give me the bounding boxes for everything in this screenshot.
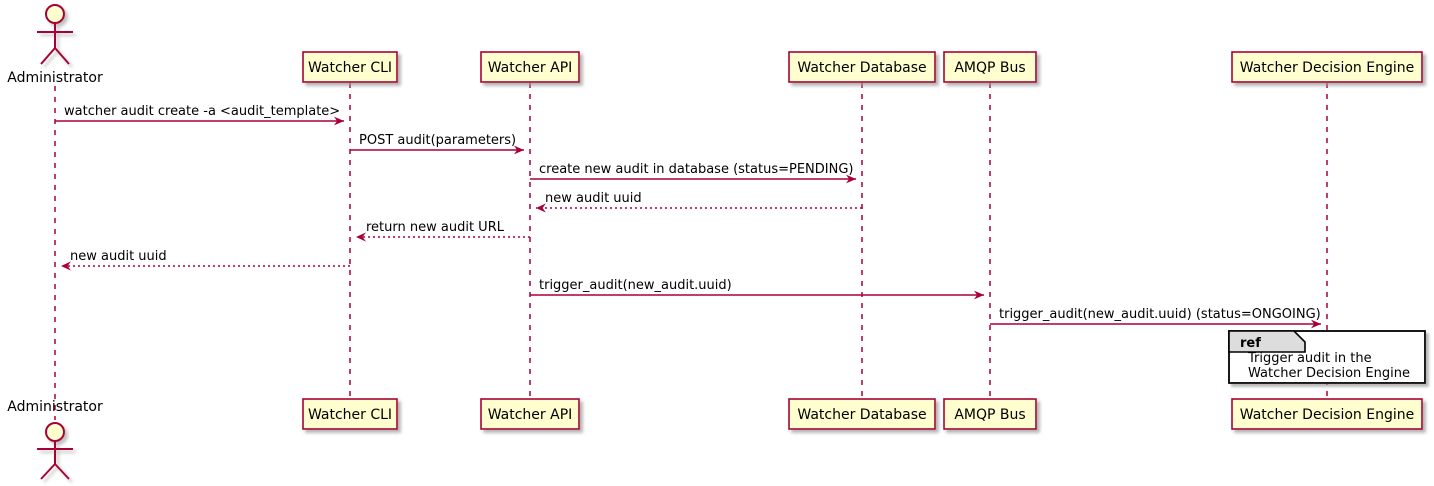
message-trigger-audit-ongoing[interactable]: trigger_audit(new_audit.uuid) (status=ON… (990, 307, 1321, 329)
actor-administrator-bottom[interactable]: Administrator (7, 399, 103, 480)
message-label-post-audit: POST audit(parameters) (359, 133, 516, 148)
message-label-trigger-audit: trigger_audit(new_audit.uuid) (539, 278, 732, 293)
participant-label-watcher-api-top: Watcher API (488, 60, 573, 76)
message-label-new-audit-uuid-db: new audit uuid (545, 191, 642, 206)
participant-box-watcher-cli-top[interactable]: Watcher CLI (302, 51, 398, 83)
participant-box-rect-api-bottom (480, 398, 580, 430)
actor-figure-bottom (37, 422, 73, 480)
participant-box-watcher-database-top[interactable]: Watcher Database (788, 51, 936, 83)
message-new-audit-uuid-cli[interactable]: new audit uuid (61, 249, 350, 271)
message-trigger-audit[interactable]: trigger_audit(new_audit.uuid) (530, 278, 984, 300)
participant-box-rect-db-bottom (788, 398, 936, 430)
actor-label-administrator-top: Administrator (7, 70, 103, 86)
actor-administrator-top[interactable]: Administrator (7, 4, 103, 86)
message-label-new-audit-uuid-cli: new audit uuid (70, 249, 167, 264)
participant-box-rect-cli-top (302, 51, 398, 83)
ref-fragment-line-2: Watcher Decision Engine (1248, 366, 1410, 381)
ref-fragment-tab (1228, 330, 1306, 353)
participant-box-rect-api-top (480, 51, 580, 83)
participant-label-amqp-bus-bottom: AMQP Bus (954, 407, 1025, 423)
participant-label-watcher-decision-engine-bottom: Watcher Decision Engine (1240, 407, 1414, 423)
ref-fragment-trigger-audit[interactable]: ref Trigger audit in the Watcher Decisio… (1228, 330, 1426, 384)
actor-label-administrator-bottom: Administrator (7, 399, 103, 415)
message-new-audit-uuid-db[interactable]: new audit uuid (536, 191, 862, 213)
participant-box-watcher-api-top[interactable]: Watcher API (480, 51, 580, 83)
participant-box-watcher-decision-engine-bottom[interactable]: Watcher Decision Engine (1231, 398, 1423, 430)
participant-label-watcher-database-top: Watcher Database (797, 60, 926, 76)
participant-box-rect-db-top (788, 51, 936, 83)
ref-fragment-tab-label: ref (1240, 336, 1261, 351)
message-create-new-audit[interactable]: create new audit in database (status=PEN… (530, 162, 856, 184)
participant-box-amqp-bus-bottom[interactable]: AMQP Bus (943, 398, 1037, 430)
participant-box-rect-amqp-bottom (943, 398, 1037, 430)
participant-label-watcher-decision-engine-top: Watcher Decision Engine (1240, 60, 1414, 76)
participant-box-rect-amqp-top (943, 51, 1037, 83)
participant-label-amqp-bus-top: AMQP Bus (954, 60, 1025, 76)
ref-fragment-line-1: Trigger audit in the (1247, 351, 1372, 366)
message-label-create-new-audit: create new audit in database (status=PEN… (539, 162, 854, 177)
message-label-return-new-audit-url: return new audit URL (366, 220, 505, 235)
participant-label-watcher-database-bottom: Watcher Database (797, 407, 926, 423)
participant-box-watcher-decision-engine-top[interactable]: Watcher Decision Engine (1231, 51, 1423, 83)
participant-label-watcher-api-bottom: Watcher API (488, 407, 573, 423)
participant-box-watcher-database-bottom[interactable]: Watcher Database (788, 398, 936, 430)
actor-figure-top (37, 4, 73, 65)
message-watcher-audit-create[interactable]: watcher audit create -a <audit_template> (55, 104, 344, 126)
participant-box-rect-cli-bottom (302, 398, 398, 430)
participant-box-amqp-bus-top[interactable]: AMQP Bus (943, 51, 1037, 83)
participant-box-watcher-api-bottom[interactable]: Watcher API (480, 398, 580, 430)
participant-label-watcher-cli-bottom: Watcher CLI (308, 407, 392, 423)
participant-box-watcher-cli-bottom[interactable]: Watcher CLI (302, 398, 398, 430)
participant-box-rect-wde-bottom (1231, 398, 1423, 430)
lifelines (54, 83, 1328, 420)
participant-label-watcher-cli-top: Watcher CLI (308, 60, 392, 76)
message-return-new-audit-url[interactable]: return new audit URL (356, 220, 530, 242)
participant-box-rect-wde-top (1231, 51, 1423, 83)
message-label-trigger-audit-ongoing: trigger_audit(new_audit.uuid) (status=ON… (999, 307, 1321, 322)
message-label-watcher-audit-create: watcher audit create -a <audit_template> (64, 104, 340, 119)
message-post-audit[interactable]: POST audit(parameters) (350, 133, 524, 155)
